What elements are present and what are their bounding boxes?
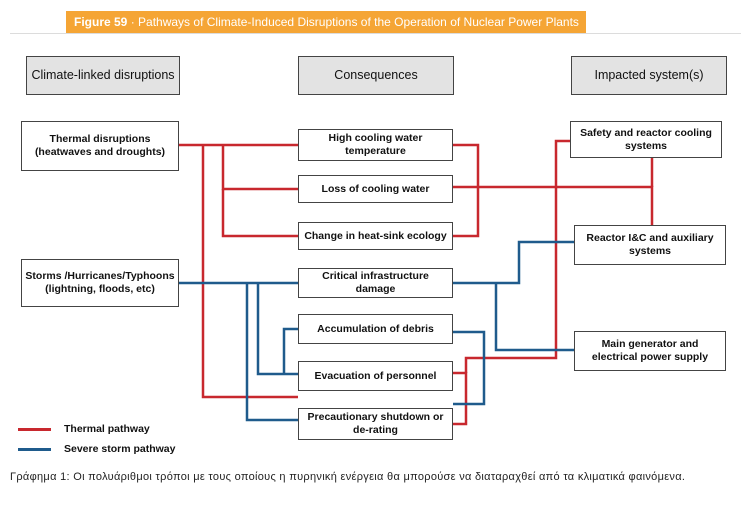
header-consequences: Consequences — [298, 56, 454, 95]
evac-shutdown-to-safety — [453, 371, 468, 426]
header-disruptions: Climate-linked disruptions — [26, 56, 180, 95]
thermal-branch-loss — [221, 145, 298, 191]
loss-cooling-water-label: Loss of cooling water — [321, 182, 430, 195]
infrastructure-damage-box: Critical infrastructure damage — [298, 268, 453, 298]
infra-to-reactor — [453, 240, 574, 285]
header-disruptions-label: Climate-linked disruptions — [31, 68, 175, 82]
reactor-ic-box: Reactor I&C and auxiliary systems — [574, 225, 726, 265]
header-systems-label: Impacted system(s) — [594, 68, 704, 82]
header-systems: Impacted system(s) — [571, 56, 727, 95]
evacuation-label: Evacuation of personnel — [314, 369, 437, 382]
shutdown-riser-to-safety — [464, 139, 570, 373]
generator-box: Main generator and electrical power supp… — [574, 331, 726, 371]
loss-cooling-water-box: Loss of cooling water — [298, 175, 453, 203]
legend-thermal-label: Thermal pathway — [64, 423, 150, 435]
thermal-branch-heatsink — [221, 189, 298, 238]
legend-storm-label: Severe storm pathway — [64, 443, 176, 455]
legend-thermal-swatch — [18, 428, 51, 431]
header-consequences-label: Consequences — [334, 68, 418, 82]
hightemp-to-safety — [453, 143, 480, 238]
title-rule — [10, 33, 741, 34]
shutdown-label: Precautionary shutdown or de-rating — [307, 411, 444, 436]
infra-to-generator — [494, 283, 574, 352]
figure-separator: · — [127, 15, 139, 29]
storm-branch-shutdown — [245, 283, 298, 422]
thermal-disruptions-label: Thermal disruptions (heatwaves and droug… — [34, 133, 166, 158]
reactor-ic-label: Reactor I&C and auxiliary systems — [586, 232, 714, 257]
infrastructure-damage-label: Critical infrastructure damage — [322, 270, 429, 295]
generator-label: Main generator and electrical power supp… — [591, 338, 709, 363]
storm-connectors — [179, 240, 574, 422]
figure-title-bar: Figure 59 · Pathways of Climate-Induced … — [66, 11, 586, 34]
figure-label: Figure 59 — [74, 15, 128, 29]
safety-cooling-label: Safety and reactor cooling systems — [580, 126, 712, 152]
high-cooling-temp-box: High cooling water temperature — [298, 129, 453, 161]
heat-sink-ecology-label: Change in heat-sink ecology — [304, 229, 447, 242]
debris-label: Accumulation of debris — [317, 322, 434, 335]
thermal-to-evacuation — [201, 145, 298, 399]
heat-sink-ecology-box: Change in heat-sink ecology — [298, 222, 453, 250]
safety-cooling-box: Safety and reactor cooling systems — [570, 121, 722, 158]
figure-caption: Γράφημα 1: Οι πολυάριθμοι τρόποι με τους… — [10, 471, 686, 483]
storms-label: Storms /Hurricanes/Typhoons (lightning, … — [25, 270, 175, 295]
loss-to-reactor — [453, 185, 654, 225]
debris-box: Accumulation of debris — [298, 314, 453, 344]
thermal-connectors — [179, 139, 654, 426]
legend-storm-swatch — [18, 448, 51, 451]
storms-box: Storms /Hurricanes/Typhoons (lightning, … — [21, 259, 179, 307]
evac-to-generator — [453, 330, 486, 406]
thermal-disruptions-box: Thermal disruptions (heatwaves and droug… — [21, 121, 179, 171]
debris-evac-link — [282, 327, 298, 374]
evacuation-box: Evacuation of personnel — [298, 361, 453, 391]
shutdown-box: Precautionary shutdown or de-rating — [298, 408, 453, 440]
high-cooling-temp-label: High cooling water temperature — [328, 132, 423, 157]
figure-title: Pathways of Climate-Induced Disruptions … — [138, 15, 579, 29]
